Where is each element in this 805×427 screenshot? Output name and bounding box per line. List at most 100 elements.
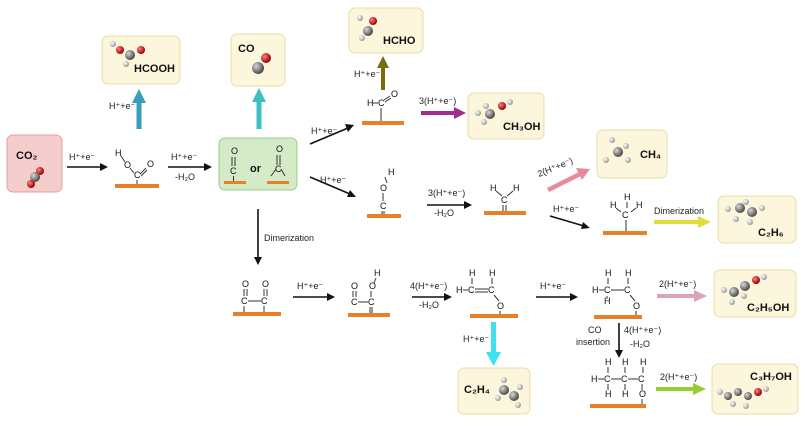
step-label: H⁺+e⁻ [540, 281, 567, 291]
c2h4-box: C₂H₄ [457, 367, 531, 415]
c2h5oh-box: C₂H₅OH [713, 269, 797, 318]
step-label: 4(H⁺+e⁻) [624, 325, 661, 335]
c2h4-molecule-icon [495, 377, 523, 408]
co-box: CO [230, 33, 286, 87]
hcho-box: HCHO [348, 7, 424, 54]
svg-text:C: C [468, 285, 475, 295]
co-intermediate-box: O C or O C [218, 137, 298, 191]
arrow-to-hcooh [132, 89, 146, 129]
c2h6-label: C₂H₆ [758, 227, 784, 239]
svg-text:C: C [134, 170, 141, 180]
svg-text:C: C [622, 210, 629, 220]
svg-text:O: O [369, 281, 376, 291]
svg-text:O: O [497, 301, 504, 311]
hcho-molecule-icon [357, 15, 377, 41]
svg-text:O: O [147, 159, 154, 169]
svg-text:H: H [456, 285, 463, 295]
step-label: 2(H⁺+e⁻) [659, 279, 696, 289]
svg-text:H: H [115, 148, 122, 158]
svg-text:H: H [622, 357, 629, 367]
co2-molecule-icon [27, 167, 44, 188]
step-label: H⁺+e⁻ [297, 281, 324, 291]
step-label: -H₂O [419, 300, 439, 310]
svg-text:H: H [605, 389, 612, 399]
step-label: H⁺+e⁻ [320, 175, 347, 185]
step-label: H⁺+e⁻ [354, 69, 381, 79]
coh-intermediate: H O C [367, 167, 401, 218]
step-label: Dimerization [264, 233, 314, 243]
svg-text:H: H [625, 268, 632, 278]
vinyloxy-intermediate: H H H C C O [456, 268, 518, 318]
step-label: H⁺+e⁻ [171, 152, 198, 162]
svg-text:O: O [380, 183, 387, 193]
hcooh-label: HCOOH [134, 63, 175, 75]
cooh-intermediate: H O C O [115, 148, 159, 188]
svg-text:C: C [624, 285, 631, 295]
svg-text:H: H [367, 98, 374, 108]
c3h7oh-molecule-icon [717, 386, 769, 409]
svg-text:C: C [261, 296, 268, 306]
step-label: H⁺+e⁻ [463, 334, 490, 344]
ocoh-intermediate: H O O C C [348, 268, 390, 317]
co-label: CO [238, 43, 255, 55]
step-label: H⁺+e⁻ [311, 126, 338, 136]
svg-text:O: O [231, 146, 238, 156]
c2h6-box: C₂H₆ [717, 195, 797, 244]
or-label: or [250, 163, 262, 175]
svg-text:C: C [378, 98, 385, 108]
svg-text:H: H [624, 192, 631, 202]
svg-text:O: O [351, 281, 358, 291]
svg-text:O: O [242, 279, 249, 289]
svg-text:H: H [489, 268, 496, 278]
arrow-to-c2h6 [654, 216, 711, 228]
step-label: 2(H⁺+e⁻) [660, 372, 697, 382]
svg-text:C: C [501, 195, 508, 205]
svg-text:H: H [605, 268, 612, 278]
svg-text:H: H [636, 200, 643, 210]
ch3-intermediate: H H H C [603, 192, 647, 235]
step-label: 2(H⁺+e⁻) [536, 156, 574, 179]
ch3oh-box: CH₃OH [467, 92, 545, 140]
ch4-label: CH₄ [640, 149, 661, 161]
svg-text:H: H [388, 167, 395, 177]
hcho-label: HCHO [383, 35, 416, 47]
svg-text:H: H [592, 285, 599, 295]
step-label: Dimerization [654, 206, 704, 216]
svg-text:H: H [640, 357, 647, 367]
svg-text:C: C [241, 296, 248, 306]
arrow-co-to-coh [309, 176, 351, 195]
c2h6-molecule-icon [725, 199, 765, 225]
svg-text:O: O [639, 389, 646, 399]
step-label: -H₂O [434, 208, 454, 218]
step-label: 3(H⁺+e⁻) [419, 96, 456, 106]
step-label: H⁺+e⁻ [109, 101, 136, 111]
arrow-to-ch3oh [421, 107, 466, 119]
c3h7oh-box: C₃H₇OH [711, 363, 799, 415]
ch3oh-label: CH₃OH [503, 121, 541, 133]
co-molecule-icon [252, 53, 271, 74]
ch3oh-molecule-icon [475, 99, 513, 125]
svg-text:C: C [638, 374, 645, 384]
reaction-arrows [67, 56, 711, 395]
oc-co-dimer-intermediate: O O C C [233, 279, 281, 316]
svg-text:O: O [276, 144, 283, 154]
svg-text:C: C [604, 374, 611, 384]
svg-text:O: O [633, 301, 640, 311]
arrow-ch2-to-ch3 [549, 215, 585, 227]
co2-label: CO₂ [16, 150, 38, 162]
svg-text:C: C [621, 374, 628, 384]
svg-text:H: H [604, 296, 611, 306]
c2h5oh-molecule-icon [721, 274, 767, 305]
svg-text:H: H [374, 268, 381, 278]
svg-text:H: H [513, 183, 520, 193]
c2h5oh-label: C₂H₅OH [747, 302, 789, 314]
step-label: 3(H⁺+e⁻) [428, 188, 465, 198]
svg-text:C: C [488, 285, 495, 295]
svg-text:C: C [380, 201, 387, 211]
svg-text:O: O [124, 160, 131, 170]
svg-text:H: H [469, 268, 476, 278]
step-label: H⁺+e⁻ [69, 152, 96, 162]
svg-text:C: C [604, 285, 611, 295]
svg-text:H: H [610, 200, 617, 210]
